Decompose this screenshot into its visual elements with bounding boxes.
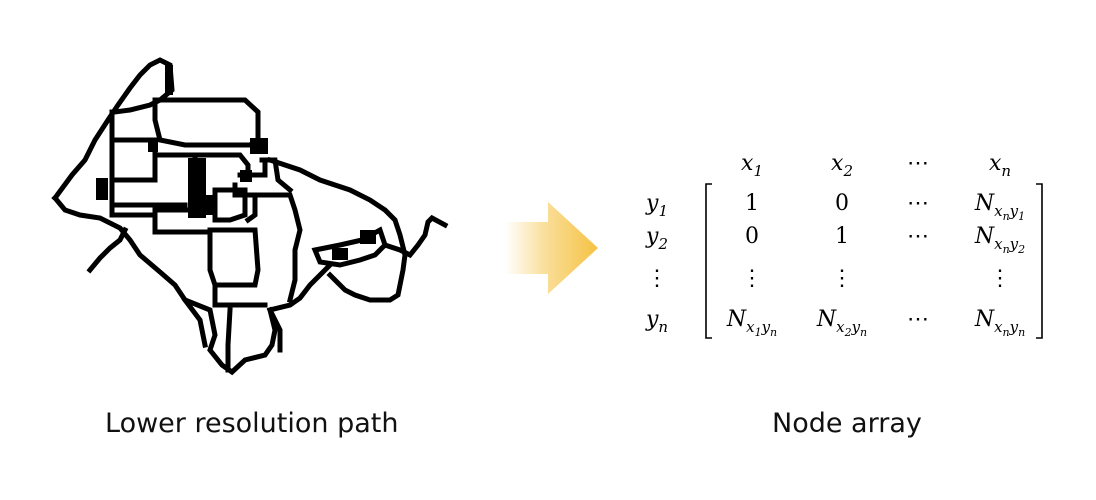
matrix-cell: ⋮ [989,266,1011,291]
matrix-col-header: x1 [741,151,763,180]
matrix-cell: ⋯ [907,224,929,249]
matrix-cell: Nxny1 [974,191,1025,223]
left-caption: Lower resolution path [105,408,399,439]
node-array-matrix: x1 x2 ⋯ xn y1 y2 ⋮ yn 1 0 ⋯ Nxny1 0 1 ⋯ Nxny2 ⋮ ⋮ ⋮ Nx1yn Nx… [645,151,1043,339]
matrix-left-bracket [705,183,712,339]
matrix-cell: 1 [835,224,849,249]
matrix-cell: Nxny2 [974,224,1025,256]
matrix-cell: 1 [745,191,759,216]
matrix-cell: ⋮ [741,266,763,291]
matrix-cell: ⋯ [907,191,929,216]
matrix-cell: Nx2yn [816,307,867,339]
matrix-cell: 0 [835,191,849,216]
matrix-row-header: yn [645,307,668,336]
matrix-col-header: x2 [831,151,853,180]
right-caption: Node array [772,408,922,439]
matrix-cell: ⋯ [907,307,929,332]
matrix-row-header: ⋮ [646,266,668,291]
matrix-row-header: y2 [645,224,668,253]
matrix-right-bracket [1036,183,1043,339]
matrix-row-header: y1 [645,191,668,220]
matrix-col-header: xn [989,151,1011,180]
matrix-cell: ⋮ [831,266,853,291]
low-resolution-path [51,57,449,376]
matrix-col-header: ⋯ [907,151,929,176]
matrix-cell: Nxnyn [974,307,1025,339]
transform-arrow [505,202,598,294]
matrix-cell: 0 [745,224,759,249]
matrix-cell: Nx1yn [726,307,777,339]
